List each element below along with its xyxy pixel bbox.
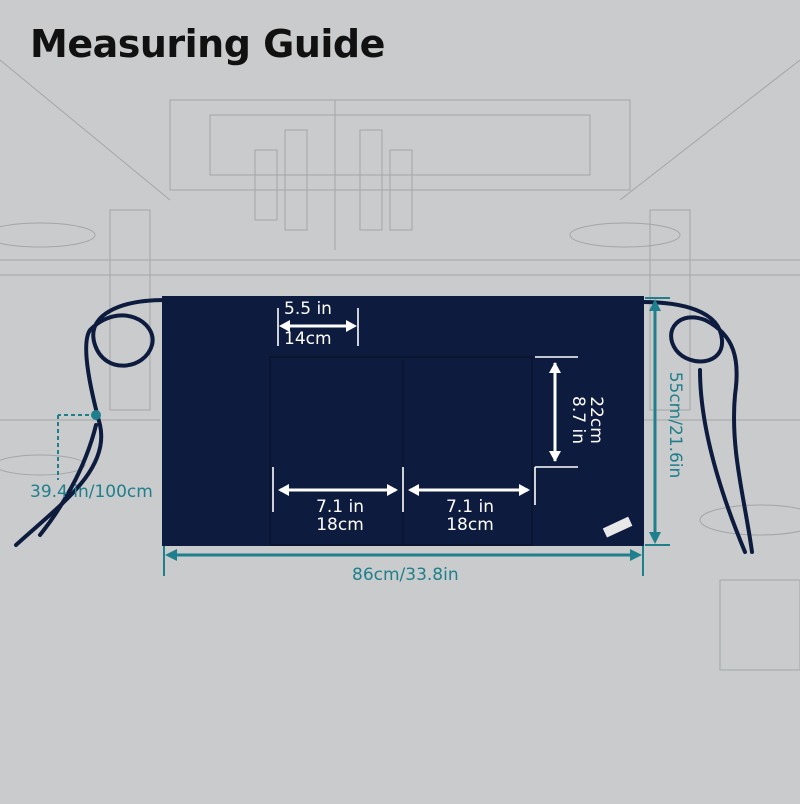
pocket-height-cm: 22cm (586, 396, 606, 444)
pocket-opening-inch: 5.5 in (284, 299, 332, 319)
pocket-left-width-cm: 18cm (316, 515, 364, 535)
apron-length-label: 55cm/21.6in (665, 371, 685, 479)
pocket-height-inch: 8.7 in (568, 396, 588, 444)
teal-annotations (57, 297, 670, 576)
pocket-left-width-inch: 7.1 in (316, 497, 364, 517)
apron-ties (14, 298, 754, 554)
pocket-height-label: 22cm 8.7 in (568, 370, 606, 470)
white-annotations (272, 308, 578, 512)
apron-label-tag (602, 516, 633, 538)
apron-pocket (269, 356, 533, 546)
pocket-opening-label: 5.5 in 14cm (284, 300, 364, 348)
pocket-opening-cm: 14cm (284, 329, 332, 349)
white-arrowheads (278, 320, 561, 496)
tie-length-label: 39.4 in/100cm (30, 482, 153, 502)
pocket-right-width-inch: 7.1 in (446, 497, 494, 517)
background-sketch (0, 59, 800, 671)
pocket-left-width-label: 7.1 in 18cm (295, 498, 385, 534)
pocket-right-width-label: 7.1 in 18cm (425, 498, 515, 534)
pocket-right-width-cm: 18cm (446, 515, 494, 535)
teal-arrowheads (91, 299, 661, 561)
apron-width-label: 86cm/33.8in (352, 565, 459, 585)
page-title: Measuring Guide (30, 22, 385, 66)
